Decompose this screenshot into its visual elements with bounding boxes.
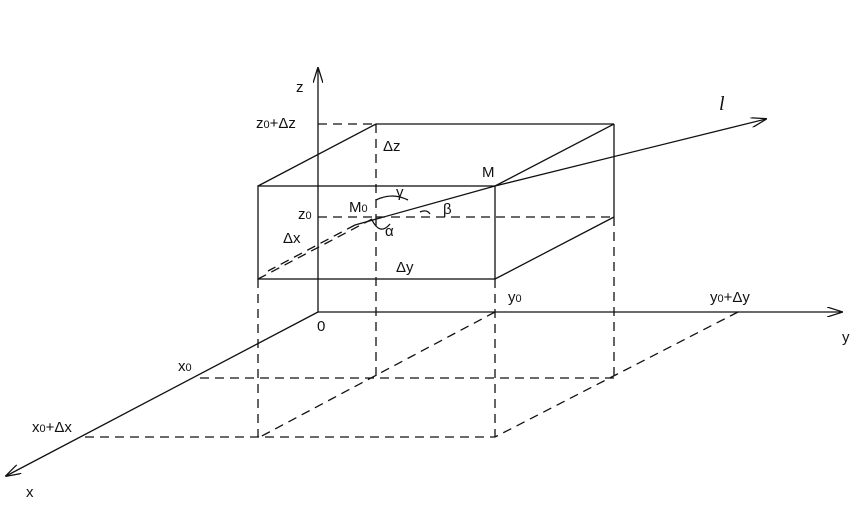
m0-dashed-x-direction (267, 224, 356, 272)
beta-label: β (443, 201, 452, 218)
point-m0-label: M0 (349, 199, 368, 216)
z0-label: z0 (298, 206, 312, 223)
angle-beta-arc (419, 210, 431, 215)
alpha-label: α (385, 223, 394, 240)
angle-gamma-arc (375, 195, 409, 201)
x0-dx-label: x0+Δx (32, 419, 72, 436)
projection-lines (85, 123, 739, 438)
point-m-label: M (482, 164, 495, 181)
z0-dz-label: z0+Δz (256, 115, 296, 132)
origin-label: 0 (317, 318, 325, 335)
gamma-label: γ (396, 184, 404, 201)
x0-label: x0 (178, 358, 192, 375)
direction-l-label: l (719, 93, 725, 115)
box-solid-edges (257, 123, 615, 280)
box-bottom-right-edge (494, 216, 615, 280)
labels: z y x 0 z0+Δz z0 x0 x0+Δx y0 y0+Δy Δz Δx… (26, 79, 850, 501)
axis-x-label: x (26, 484, 34, 501)
box-top-right-edge (494, 123, 615, 187)
delta-x-label: Δx (283, 230, 301, 247)
direction-vector (267, 119, 766, 272)
x-axis (6, 311, 319, 476)
box-hidden-edges (257, 124, 614, 280)
y0-label: y0 (508, 289, 522, 306)
y0-dy-label: y0+Δy (710, 289, 750, 306)
box-hidden-bottom-left (257, 216, 377, 280)
axis-y-label: y (842, 329, 850, 346)
direction-l-line (494, 119, 766, 187)
axes (6, 68, 842, 476)
y0dy-projection (494, 311, 739, 438)
y0-projection (259, 311, 496, 438)
delta-z-label: Δz (383, 138, 401, 155)
axis-z-label: z (296, 79, 304, 96)
box-top-left-edge (257, 123, 377, 187)
m0-to-m-segment (354, 185, 496, 226)
angle-alpha-arc (371, 219, 391, 230)
delta-y-label: Δy (396, 259, 414, 276)
